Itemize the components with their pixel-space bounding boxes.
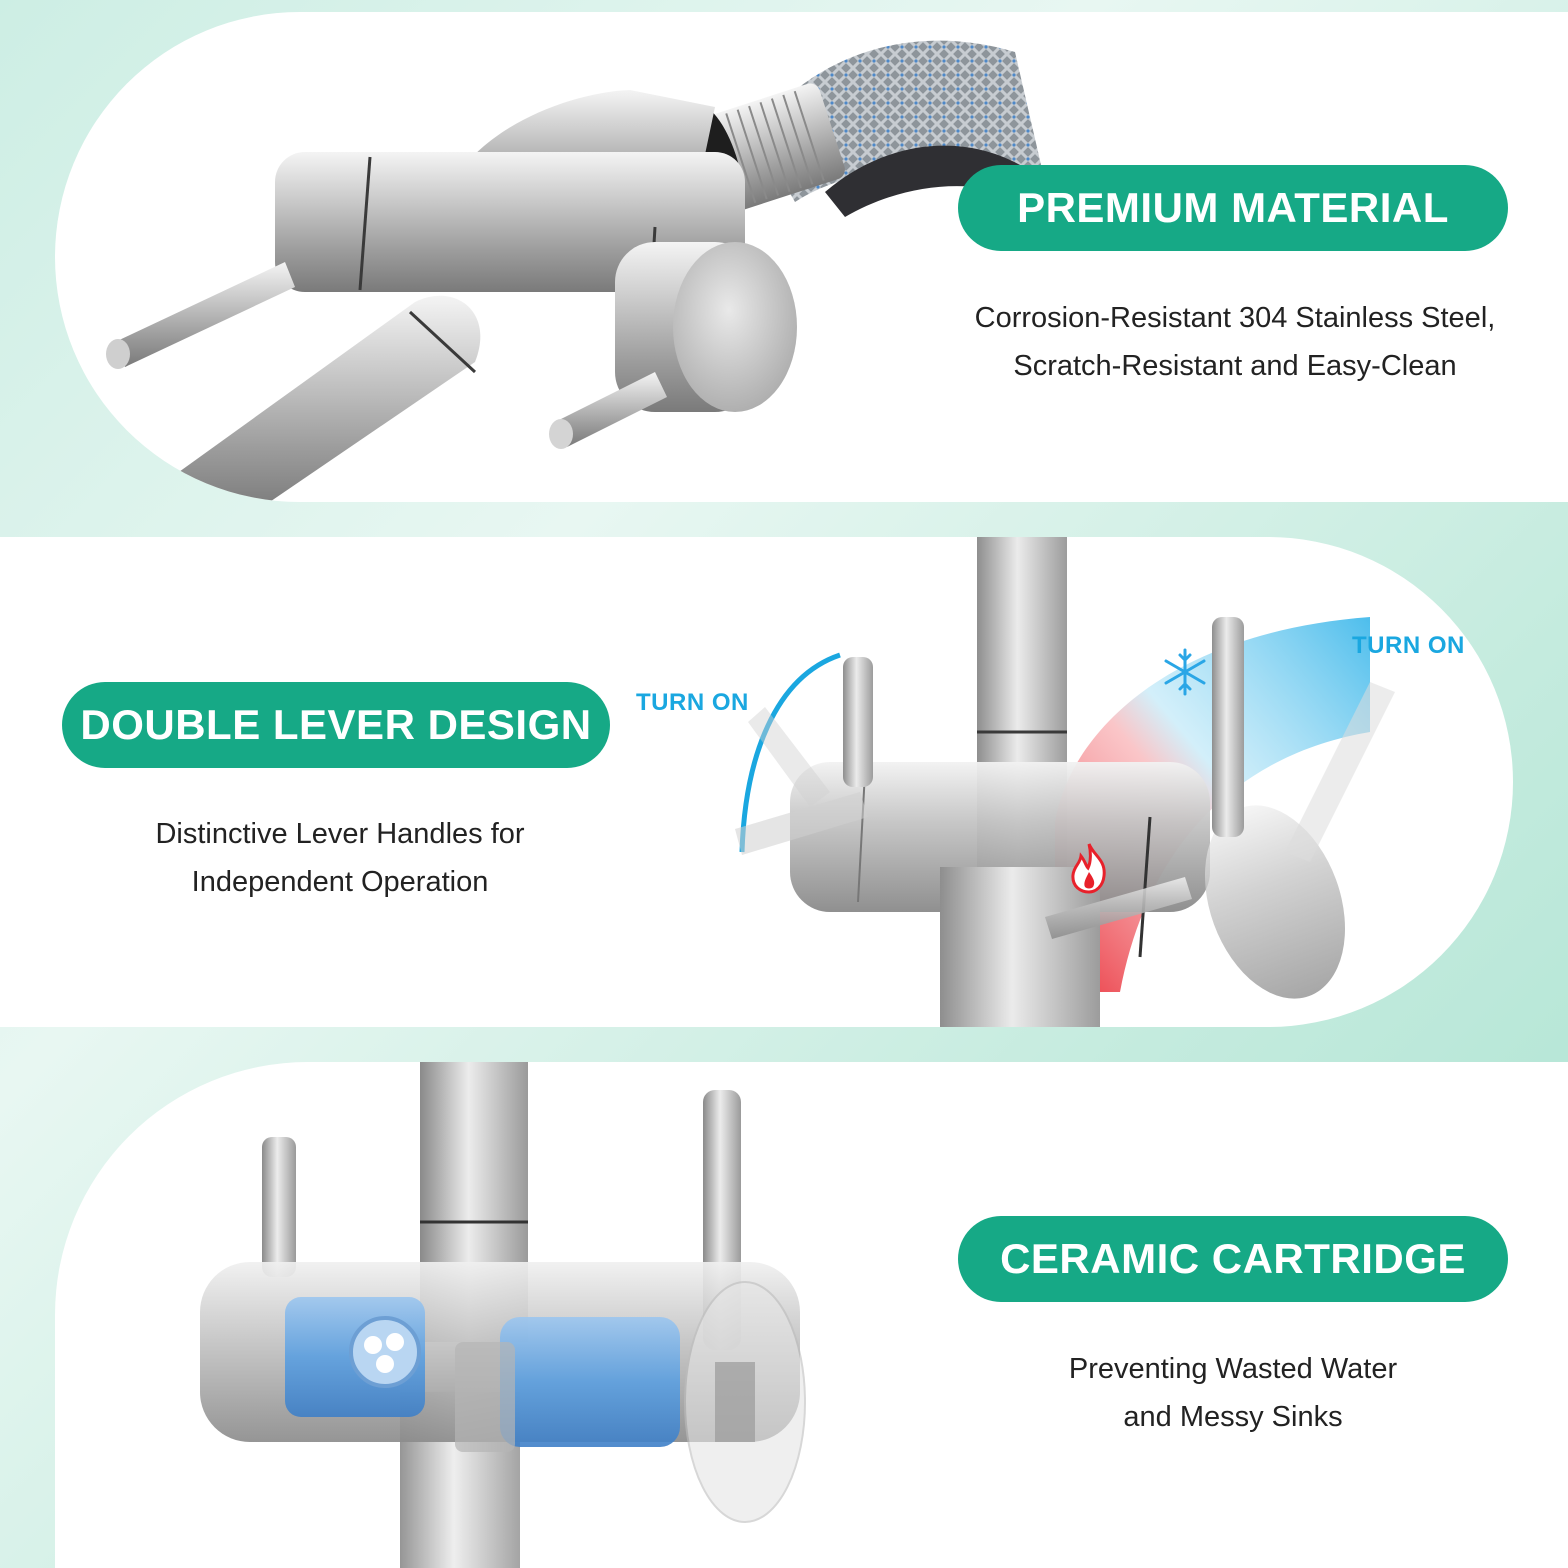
double-lever-panel: TURN ON TURN ON DOUBLE LEVER DESIGN Dist… (0, 537, 1513, 1027)
snowflake-icon (1164, 648, 1206, 696)
premium-material-panel: PREMIUM MATERIAL Corrosion-Resistant 304… (55, 12, 1568, 502)
premium-material-title: PREMIUM MATERIAL (1017, 184, 1449, 231)
double-lever-badge: DOUBLE LEVER DESIGN (62, 682, 610, 768)
ceramic-cartridge-line-1: Preventing Wasted Water (1068, 1353, 1398, 1385)
premium-material-line-1: Corrosion-Resistant 304 Stainless Steel, (974, 302, 1496, 334)
ceramic-cartridge-title: CERAMIC CARTRIDGE (1000, 1235, 1466, 1282)
double-lever-title: DOUBLE LEVER DESIGN (80, 701, 592, 748)
double-lever-line-1: Distinctive Lever Handles for (155, 818, 525, 850)
ceramic-cartridge-panel: CERAMIC CARTRIDGE Preventing Wasted Wate… (55, 1062, 1568, 1568)
premium-material-description: Corrosion-Resistant 304 Stainless Steel,… (915, 294, 1555, 390)
flame-icon (1071, 843, 1106, 894)
double-lever-line-2: Independent Operation (191, 866, 489, 898)
turn-on-label-left: TURN ON (636, 689, 749, 716)
faucet-levers-image (735, 537, 1395, 1027)
ceramic-cartridge-line-2: and Messy Sinks (1123, 1401, 1343, 1433)
turn-on-label-right: TURN ON (1352, 632, 1465, 659)
premium-material-badge: PREMIUM MATERIAL (958, 165, 1508, 251)
premium-material-line-2: Scratch-Resistant and Easy-Clean (1013, 350, 1457, 382)
faucet-top-image (106, 40, 1055, 502)
ceramic-cartridge-badge: CERAMIC CARTRIDGE (958, 1216, 1508, 1302)
faucet-cartridge-image (200, 1062, 806, 1568)
ceramic-cartridge-description: Preventing Wasted Water and Messy Sinks (913, 1345, 1553, 1441)
double-lever-description: Distinctive Lever Handles for Independen… (20, 810, 660, 906)
